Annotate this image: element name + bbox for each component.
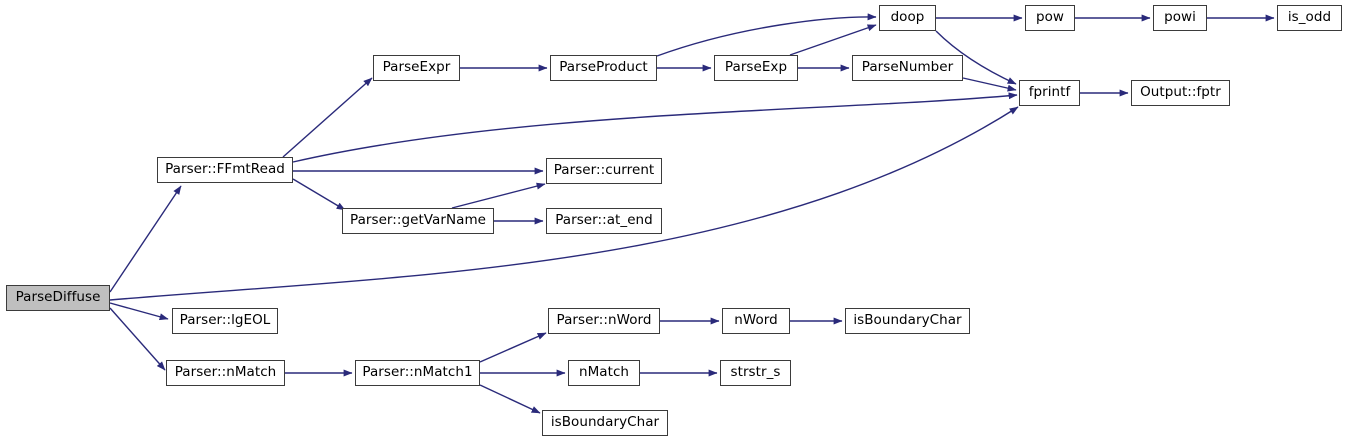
call-edge-ParseExp-to-doop bbox=[789, 24, 877, 56]
graph-node-label: pow bbox=[1035, 9, 1065, 26]
graph-node-OutputFptr[interactable]: Output::fptr bbox=[1131, 80, 1230, 106]
graph-node-label: isBoundaryChar bbox=[550, 414, 660, 431]
graph-node-label: Parser::current bbox=[553, 162, 655, 179]
graph-node-label: Parser::nWord bbox=[556, 312, 652, 329]
graph-node-label: Output::fptr bbox=[1140, 84, 1221, 101]
graph-node-nMatch[interactable]: nMatch bbox=[568, 360, 640, 386]
call-edge-ParseProduct-to-doop bbox=[656, 13, 877, 57]
graph-node-label: powi bbox=[1164, 9, 1196, 26]
call-edge-ParseDiffuse-to-ParserFFmtRead bbox=[109, 185, 182, 293]
graph-node-ParseExpr[interactable]: ParseExpr bbox=[373, 55, 460, 81]
graph-node-label: Parser::lgEOL bbox=[179, 312, 271, 329]
graph-node-label: Parser::FFmtRead bbox=[165, 161, 285, 178]
graph-node-label: ParseProduct bbox=[559, 59, 648, 76]
graph-node-label: Parser::getVarName bbox=[349, 212, 486, 229]
graph-node-label: nWord bbox=[734, 312, 778, 329]
graph-node-ParseProduct[interactable]: ParseProduct bbox=[550, 55, 657, 81]
graph-node-ParserNWord[interactable]: Parser::nWord bbox=[548, 308, 660, 334]
graph-node-label: Parser::nMatch bbox=[174, 364, 277, 381]
call-edge-ParseDiffuse-to-ParserNMatch bbox=[109, 307, 166, 371]
call-edge-ParseDiffuse-to-ParserLgEOL bbox=[109, 302, 169, 321]
graph-node-label: strstr_s bbox=[730, 364, 781, 381]
graph-node-ParserNMatch[interactable]: Parser::nMatch bbox=[166, 360, 285, 386]
graph-node-ParseNumber[interactable]: ParseNumber bbox=[852, 55, 963, 81]
call-edge-ParserFFmtRead-to-fprintf bbox=[292, 92, 1018, 163]
graph-node-doop[interactable]: doop bbox=[879, 5, 936, 31]
graph-node-powi[interactable]: powi bbox=[1153, 5, 1207, 31]
call-edge-ParseNumber-to-fprintf bbox=[962, 77, 1017, 92]
graph-node-label: ParseExp bbox=[724, 59, 788, 76]
graph-node-label: isBoundaryChar bbox=[853, 312, 962, 329]
graph-node-fprintf[interactable]: fprintf bbox=[1019, 80, 1080, 106]
graph-node-isBoundaryCharTop[interactable]: isBoundaryChar bbox=[845, 308, 970, 334]
graph-node-label: nMatch bbox=[578, 364, 630, 381]
call-edge-ParserFFmtRead-to-ParserGetVarName bbox=[292, 178, 346, 211]
graph-node-pow[interactable]: pow bbox=[1025, 5, 1075, 31]
graph-node-ParserCurrent[interactable]: Parser::current bbox=[546, 158, 662, 184]
graph-node-ParserNMatch1[interactable]: Parser::nMatch1 bbox=[355, 360, 480, 386]
graph-node-ParserAtEnd[interactable]: Parser::at_end bbox=[546, 208, 662, 234]
edge-group bbox=[109, 13, 1275, 414]
graph-node-isBoundaryCharBot[interactable]: isBoundaryChar bbox=[542, 410, 668, 436]
graph-node-label: Parser::nMatch1 bbox=[362, 364, 473, 381]
call-edge-ParserFFmtRead-to-ParseExpr bbox=[282, 77, 373, 158]
graph-node-nWord[interactable]: nWord bbox=[722, 308, 790, 334]
graph-node-ParseExp[interactable]: ParseExp bbox=[714, 55, 798, 81]
graph-node-label: ParseExpr bbox=[382, 59, 451, 76]
graph-node-ParseDiffuse[interactable]: ParseDiffuse bbox=[6, 285, 110, 311]
graph-node-label: is_odd bbox=[1287, 9, 1332, 26]
graph-node-label: ParseDiffuse bbox=[15, 289, 101, 306]
call-edge-ParserNMatch1-to-ParserNWord bbox=[479, 332, 547, 363]
graph-node-is_odd[interactable]: is_odd bbox=[1277, 5, 1342, 31]
graph-node-label: doop bbox=[890, 9, 925, 26]
graph-node-label: Parser::at_end bbox=[555, 212, 653, 229]
graph-node-label: fprintf bbox=[1028, 84, 1071, 101]
graph-node-ParserLgEOL[interactable]: Parser::lgEOL bbox=[172, 308, 278, 334]
call-edge-ParserGetVarName-to-ParserCurrent bbox=[451, 182, 546, 209]
graph-node-strstr_s[interactable]: strstr_s bbox=[720, 360, 791, 386]
graph-node-ParserGetVarName[interactable]: Parser::getVarName bbox=[342, 208, 494, 234]
graph-node-ParserFFmtRead[interactable]: Parser::FFmtRead bbox=[157, 157, 293, 183]
call-edge-ParseDiffuse-to-fprintf bbox=[109, 106, 1019, 301]
call-edge-ParserNMatch1-to-isBoundaryCharBot bbox=[479, 384, 541, 414]
graph-node-label: ParseNumber bbox=[861, 59, 954, 76]
